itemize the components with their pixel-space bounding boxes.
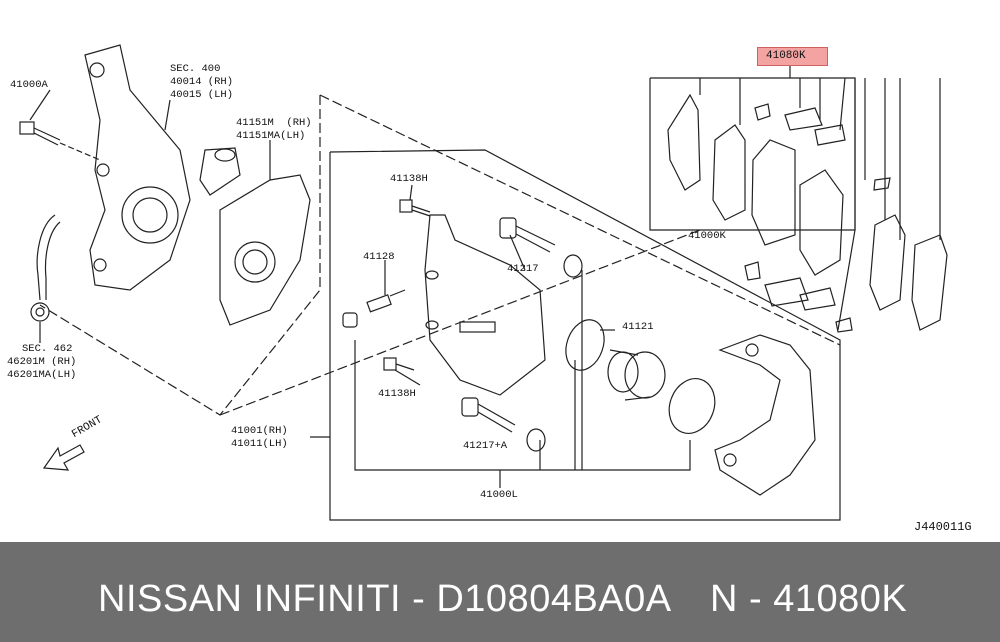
label-piston: 41121 [622,321,654,333]
label-knuckle-sec: SEC. 400 [170,63,221,75]
caliper-body [424,214,546,396]
label-bleeder: 41128 [363,251,395,263]
label-hardware-kit: 41080K [766,50,806,62]
label-pin-bolt-kit: 41217+A [463,440,508,452]
knuckle-bolt [19,121,101,161]
caliper-assembly-frame [329,149,841,521]
brake-hose [30,214,61,322]
label-bleeder-screw-bottom: 41138H [378,388,416,400]
steering-knuckle [84,44,241,291]
label-seal-kit: 41000L [480,489,518,501]
label-hose-rh: 46201M (RH) [7,356,77,368]
dust-boot [668,378,716,434]
label-plate-rh: 41151M (RH) [236,117,312,129]
boot-lower [526,428,546,452]
pad-inner [751,139,796,246]
label-hose-lh: 46201MA(LH) [7,369,77,381]
shim-far-right [911,234,948,331]
bleeder-screw-bottom [383,357,415,371]
bleeder-screw-top [399,199,431,217]
label-caliper-rh: 41001(RH) [231,425,288,437]
reference-code: J440011G [914,520,972,534]
footer-kit-number: N - 41080K [710,578,908,620]
baffle-plate [219,174,311,326]
piston [607,349,666,401]
pin-bolt-upper [499,217,556,253]
piston-seal [565,319,605,371]
clips-bottom [744,261,836,311]
footer-part-number: NISSAN INFINITI - D10804BA0A [98,578,672,620]
label-bleeder-screw-top: 41138H [390,173,428,185]
bleeder-valve [342,289,406,328]
dashed-frame [39,95,321,416]
label-knuckle-lh: 40015 (LH) [170,89,234,101]
pad-inner-2 [799,169,844,276]
pad-outer [712,124,746,221]
front-arrow [42,444,85,471]
label-knuckle-rh: 40014 (RH) [170,76,234,88]
hardware-kit-highlight [757,47,828,66]
clips-top [754,103,846,146]
footer-bar [0,542,1000,642]
shim-outer [667,93,701,191]
label-bolt: 41000A [10,79,48,91]
label-plate-lh: 41151MA(LH) [236,130,306,142]
parts-diagram [19,44,948,521]
shim-right [869,214,906,311]
label-caliper-lh: 41011(LH) [231,438,288,450]
label-pad-kit: 41000K [688,230,726,242]
label-pin-bolt: 41217 [507,263,539,275]
pin-bolt-lower [461,397,516,433]
torque-member [714,334,816,496]
boot-upper [563,254,583,278]
label-hose-sec: SEC. 462 [22,343,73,355]
